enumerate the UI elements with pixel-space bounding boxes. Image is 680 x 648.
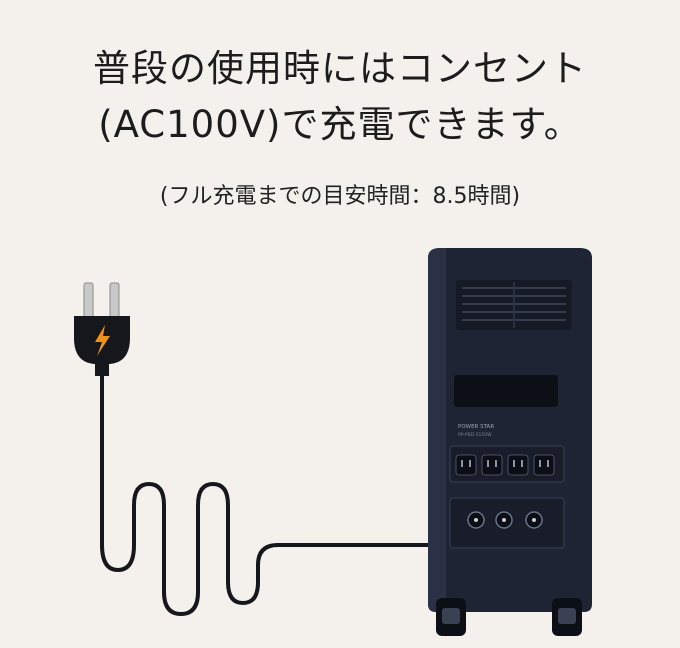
power-cable (100, 372, 436, 616)
charge-time-note: (フル充電までの目安時間：8.5時間) (159, 184, 521, 209)
plug-icon (74, 282, 130, 376)
svg-text:PP-PSD-5150W: PP-PSD-5150W (458, 432, 492, 438)
headline-line-1: 普段の使用時にはコンセント (93, 47, 587, 90)
lightning-bolt-icon (95, 325, 110, 356)
svg-text:POWER STAR: POWER STAR (458, 424, 494, 430)
headline-line-2: (AC100V)で充電できます。 (98, 103, 582, 146)
portable-power-station: POWER STAR PP-PSD-5150W (428, 248, 592, 636)
